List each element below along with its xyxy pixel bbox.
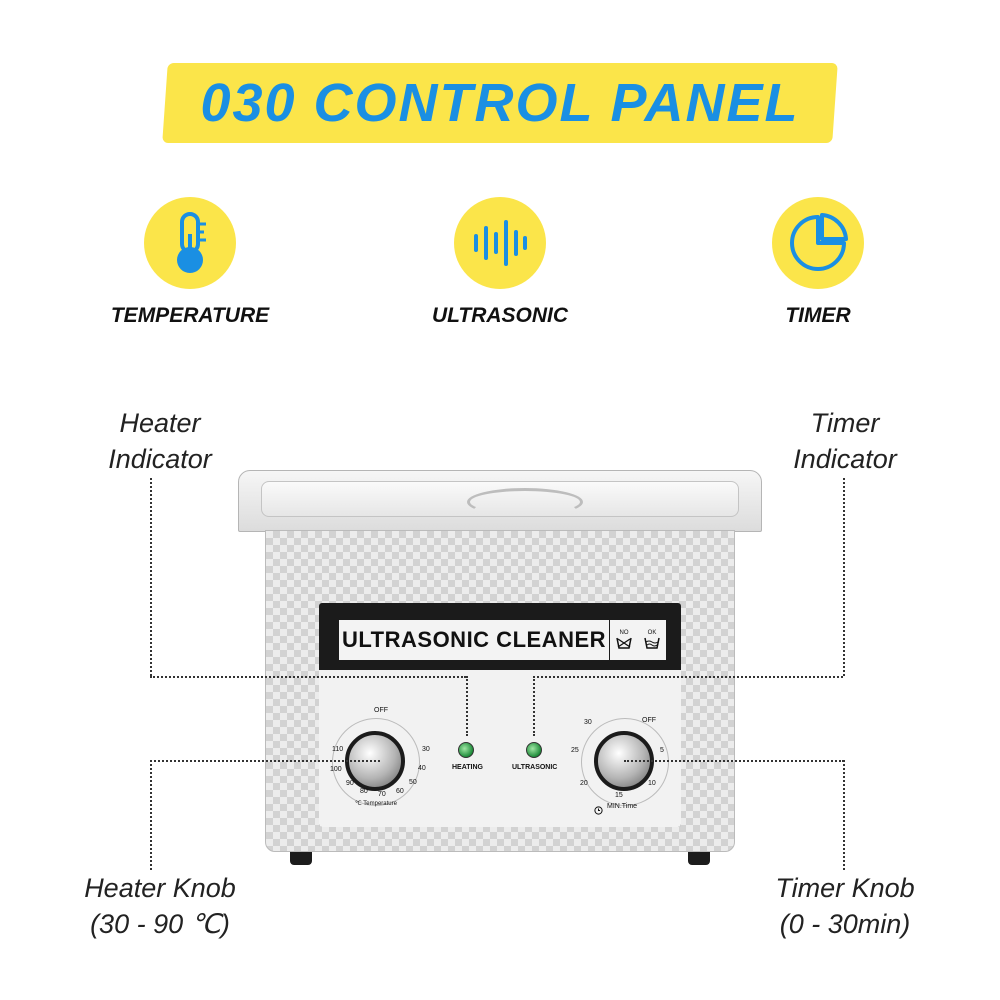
panel-title: ULTRASONIC CLEANER xyxy=(339,620,609,660)
ok-label: OK xyxy=(647,630,657,636)
timer-unit-label: MIN.Time xyxy=(607,803,638,810)
no-water-icon: NO xyxy=(615,630,633,650)
timer-tick-30: 30 xyxy=(584,719,592,726)
heater-tick-70: 70 xyxy=(378,791,386,798)
timer-dial-ring xyxy=(581,718,669,806)
heater-indicator-callout: Heater Indicator xyxy=(100,405,220,477)
heater-tick-60: 60 xyxy=(396,788,404,795)
heater-knob-line2: (30 - 90 ℃) xyxy=(90,909,230,939)
lid-handle[interactable] xyxy=(467,488,583,516)
heater-indicator-line2: Indicator xyxy=(108,444,212,474)
heater-off-label: OFF xyxy=(374,707,388,714)
feature-label-ultrasonic: ULTRASONIC xyxy=(431,304,569,327)
lid-panel xyxy=(261,481,739,517)
ok-water-icon: OK xyxy=(643,630,661,650)
timer-knob-line1: Timer Knob xyxy=(775,873,915,903)
heating-label: HEATING xyxy=(452,764,483,771)
heater-indicator-line1: Heater xyxy=(119,408,201,438)
heater-knob-line1: Heater Knob xyxy=(84,873,236,903)
feature-label-temperature: TEMPERATURE xyxy=(110,304,270,327)
device-foot-left xyxy=(290,852,312,865)
timer-off-label: OFF xyxy=(642,717,656,724)
timer-indicator-leader-h xyxy=(533,676,843,678)
heater-tick-50: 50 xyxy=(409,779,417,786)
timer-tick-15: 15 xyxy=(615,792,623,799)
heater-knob-callout: Heater Knob (30 - 90 ℃) xyxy=(60,870,260,942)
timer-pie-icon xyxy=(772,197,864,289)
timer-tick-25: 25 xyxy=(571,747,579,754)
timer-indicator-callout: Timer Indicator xyxy=(785,405,905,477)
thermometer-icon xyxy=(144,197,236,289)
timer-indicator-leader-v xyxy=(843,478,845,676)
timer-tick-20: 20 xyxy=(580,780,588,787)
heater-tick-90: 90 xyxy=(346,780,354,787)
timer-indicator-leader-drop xyxy=(533,676,535,736)
ultrasonic-label: ULTRASONIC xyxy=(512,764,558,771)
heater-unit-label: ℃ Temperature xyxy=(355,801,397,807)
no-label: NO xyxy=(619,630,629,636)
feature-label-timer: TIMER xyxy=(785,304,851,327)
heating-led xyxy=(458,742,474,758)
heater-knob-leader-h xyxy=(150,760,380,762)
timer-tick-10: 10 xyxy=(648,780,656,787)
clock-icon xyxy=(594,802,603,820)
timer-knob-line2: (0 - 30min) xyxy=(779,909,911,939)
heater-tick-40: 40 xyxy=(418,765,426,772)
timer-tick-5: 5 xyxy=(660,747,664,754)
page-title: 030 CONTROL PANEL xyxy=(200,73,800,133)
heater-tick-100: 100 xyxy=(330,766,342,773)
timer-knob-leader-h xyxy=(624,760,844,762)
heater-tick-110: 110 xyxy=(332,746,344,753)
timer-knob-callout: Timer Knob (0 - 30min) xyxy=(745,870,945,942)
heater-indicator-leader-drop xyxy=(466,676,468,736)
timer-indicator-line1: Timer xyxy=(810,408,880,438)
water-level-icons: NO OK xyxy=(610,620,666,660)
device-lid xyxy=(238,470,762,532)
soundwave-icon xyxy=(454,197,546,289)
device-foot-right xyxy=(688,852,710,865)
heater-tick-80: 80 xyxy=(360,788,368,795)
heater-indicator-leader-h xyxy=(150,676,466,678)
heater-indicator-leader-v xyxy=(150,478,152,676)
timer-knob-leader-v xyxy=(843,760,845,870)
heater-dial-ring xyxy=(332,718,420,806)
timer-indicator-line2: Indicator xyxy=(793,444,897,474)
ultrasonic-led xyxy=(526,742,542,758)
feature-ultrasonic: ULTRASONIC xyxy=(400,197,600,328)
feature-temperature: TEMPERATURE xyxy=(90,197,290,328)
heater-tick-30: 30 xyxy=(422,746,430,753)
heater-knob-leader-v xyxy=(150,760,152,870)
feature-timer: TIMER xyxy=(718,197,918,328)
